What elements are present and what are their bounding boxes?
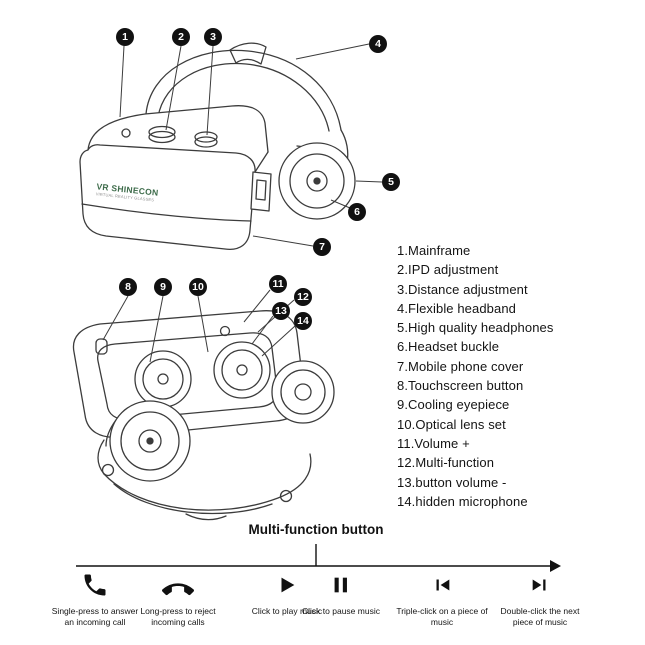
part-item-7: 7.Mobile phone cover — [397, 358, 524, 374]
play-icon — [276, 574, 298, 601]
action-caption-reject: Long-press to reject incoming calls — [140, 606, 216, 628]
reject-call-icon — [162, 574, 194, 611]
part-item-3: 3.Distance adjustment — [397, 281, 528, 297]
part-item-5: 5.High quality headphones — [397, 320, 554, 336]
callout-9: 9 — [154, 278, 172, 296]
callout-1: 1 — [116, 28, 134, 46]
part-item-13: 13.button volume - — [397, 474, 507, 490]
callout-12: 12 — [294, 288, 312, 306]
part-item-1: 1.Mainframe — [397, 243, 471, 258]
action-caption-pause: Click to pause music — [302, 606, 380, 616]
part-item-6: 6.Headset buckle — [397, 339, 500, 355]
headset-three-quarter-view — [79, 42, 356, 250]
action-caption-next: Double-click the next piece of music — [500, 606, 580, 628]
timeline-arrowhead — [550, 560, 561, 572]
part-item-14: 14.hidden microphone — [397, 493, 528, 509]
multi-function-button-title: Multi-function button — [248, 522, 384, 537]
part-item-11: 11.Volume + — [397, 435, 470, 451]
action-caption-play: Click to play music — [251, 606, 323, 616]
part-item-2: 2.IPD adjustment — [397, 262, 499, 278]
headset-front-view — [72, 310, 335, 521]
action-caption-previous: Triple-click on a piece of music — [396, 606, 488, 628]
part-item-9: 9.Cooling eyepiece — [397, 397, 510, 413]
timeline — [76, 544, 561, 572]
callout-5: 5 — [382, 173, 400, 191]
callout-3: 3 — [204, 28, 222, 46]
callout-11: 11 — [269, 275, 287, 293]
next-track-icon — [529, 574, 551, 601]
callout-13: 13 — [272, 302, 290, 320]
answer-call-icon — [81, 571, 109, 604]
callout-10: 10 — [189, 278, 207, 296]
callout-6: 6 — [348, 203, 366, 221]
callout-8: 8 — [119, 278, 137, 296]
part-item-8: 8.Touchscreen button — [397, 378, 524, 394]
action-caption-answer: Single-press to answer an incoming call — [51, 606, 139, 628]
callout-leader-lines — [102, 43, 383, 363]
part-item-4: 4.Flexible headband — [397, 300, 516, 316]
callout-14: 14 — [294, 312, 312, 330]
part-item-12: 12.Multi-function — [397, 455, 495, 471]
pause-icon — [330, 574, 352, 601]
callout-4: 4 — [369, 35, 387, 53]
callout-2: 2 — [172, 28, 190, 46]
previous-track-icon — [431, 574, 453, 601]
callout-7: 7 — [313, 238, 331, 256]
part-item-10: 10.Optical lens set — [397, 416, 506, 432]
parts-list: 1.Mainframe 2.IPD adjustment 3.Distance … — [397, 241, 553, 511]
